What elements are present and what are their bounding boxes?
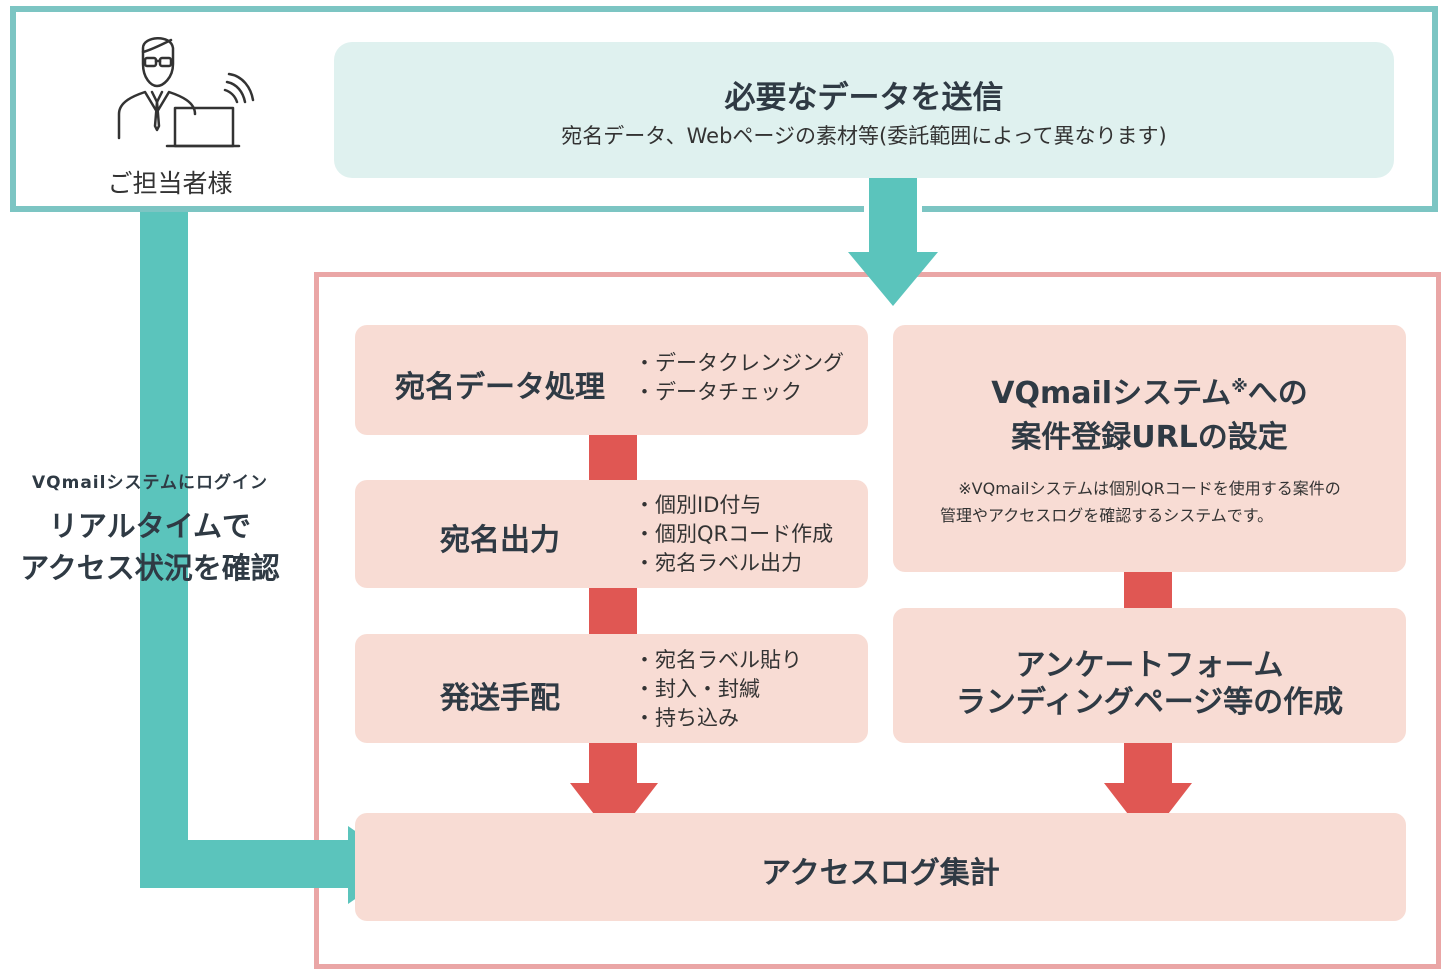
form-title-line1: アンケートフォーム (1015, 648, 1284, 683)
vq-note-line1: ※VQmailシステムは個別QRコードを使用する案件の (958, 479, 1341, 498)
vq-title-tail: への (1247, 376, 1308, 411)
right-down-arrow (1104, 743, 1192, 840)
side-label-login: VQmailシステムにログイン (32, 473, 268, 493)
vq-title-footnote-mark: ※ (1231, 377, 1248, 397)
left-down-arrow (570, 743, 658, 840)
bullet-item: ・個別ID付与 (634, 493, 762, 517)
side-label-realtime: リアルタイムで (48, 509, 252, 543)
step-title: 宛名出力 (440, 523, 560, 558)
bullet-item: ・データクレンジング (634, 351, 844, 375)
send-subtitle: 宛名データ、Webページの素材等(委託範囲によって異なります) (561, 124, 1167, 148)
connector-process-output (589, 435, 637, 480)
log-title: アクセスログ集計 (761, 856, 1000, 891)
bullet-item: ・宛名ラベル出力 (634, 551, 802, 575)
bullet-item: ・データチェック (634, 380, 802, 404)
send-data-box (334, 42, 1394, 178)
person-with-laptop-icon (117, 37, 255, 148)
side-label-access-status: アクセス状況を確認 (20, 551, 280, 585)
connector-output-ship (589, 588, 637, 634)
step-shipping-arrangement (355, 634, 868, 743)
client-caption: ご担当者様 (107, 169, 233, 198)
vq-title-text: VQmailシステム (991, 376, 1232, 411)
vq-title-line1: VQmailシステム※への (893, 368, 1406, 412)
step-access-log-aggregation (355, 813, 1406, 921)
bullet-item: ・封入・封緘 (634, 677, 760, 701)
vq-note-line2: 管理やアクセスログを確認するシステムです。 (940, 506, 1274, 525)
bullet-item: ・宛名ラベル貼り (634, 648, 802, 672)
step-form-landing-page (893, 608, 1406, 743)
send-title: 必要なデータを送信 (724, 80, 1004, 116)
connector-vq-form (1124, 572, 1172, 608)
step-vqmail-url-setup (893, 325, 1406, 572)
vq-title-line2: 案件登録URLの設定 (1011, 420, 1288, 455)
step-bullets: ・個別ID付与 ・個別QRコード作成 ・宛名ラベル出力 (634, 491, 833, 578)
step-bullets: ・データクレンジング ・データチェック (634, 349, 844, 407)
step-bullets: ・宛名ラベル貼り ・封入・封緘 ・持ち込み (634, 646, 802, 733)
bullet-item: ・持ち込み (634, 706, 739, 730)
step-title: 宛名データ処理 (395, 370, 605, 405)
step-address-output (355, 480, 868, 588)
form-title-line2: ランディングページ等の作成 (955, 685, 1344, 720)
step-address-data-processing (355, 325, 868, 435)
bullet-item: ・個別QRコード作成 (634, 522, 834, 546)
send-down-arrow (848, 178, 938, 306)
step-title: 発送手配 (440, 681, 560, 716)
